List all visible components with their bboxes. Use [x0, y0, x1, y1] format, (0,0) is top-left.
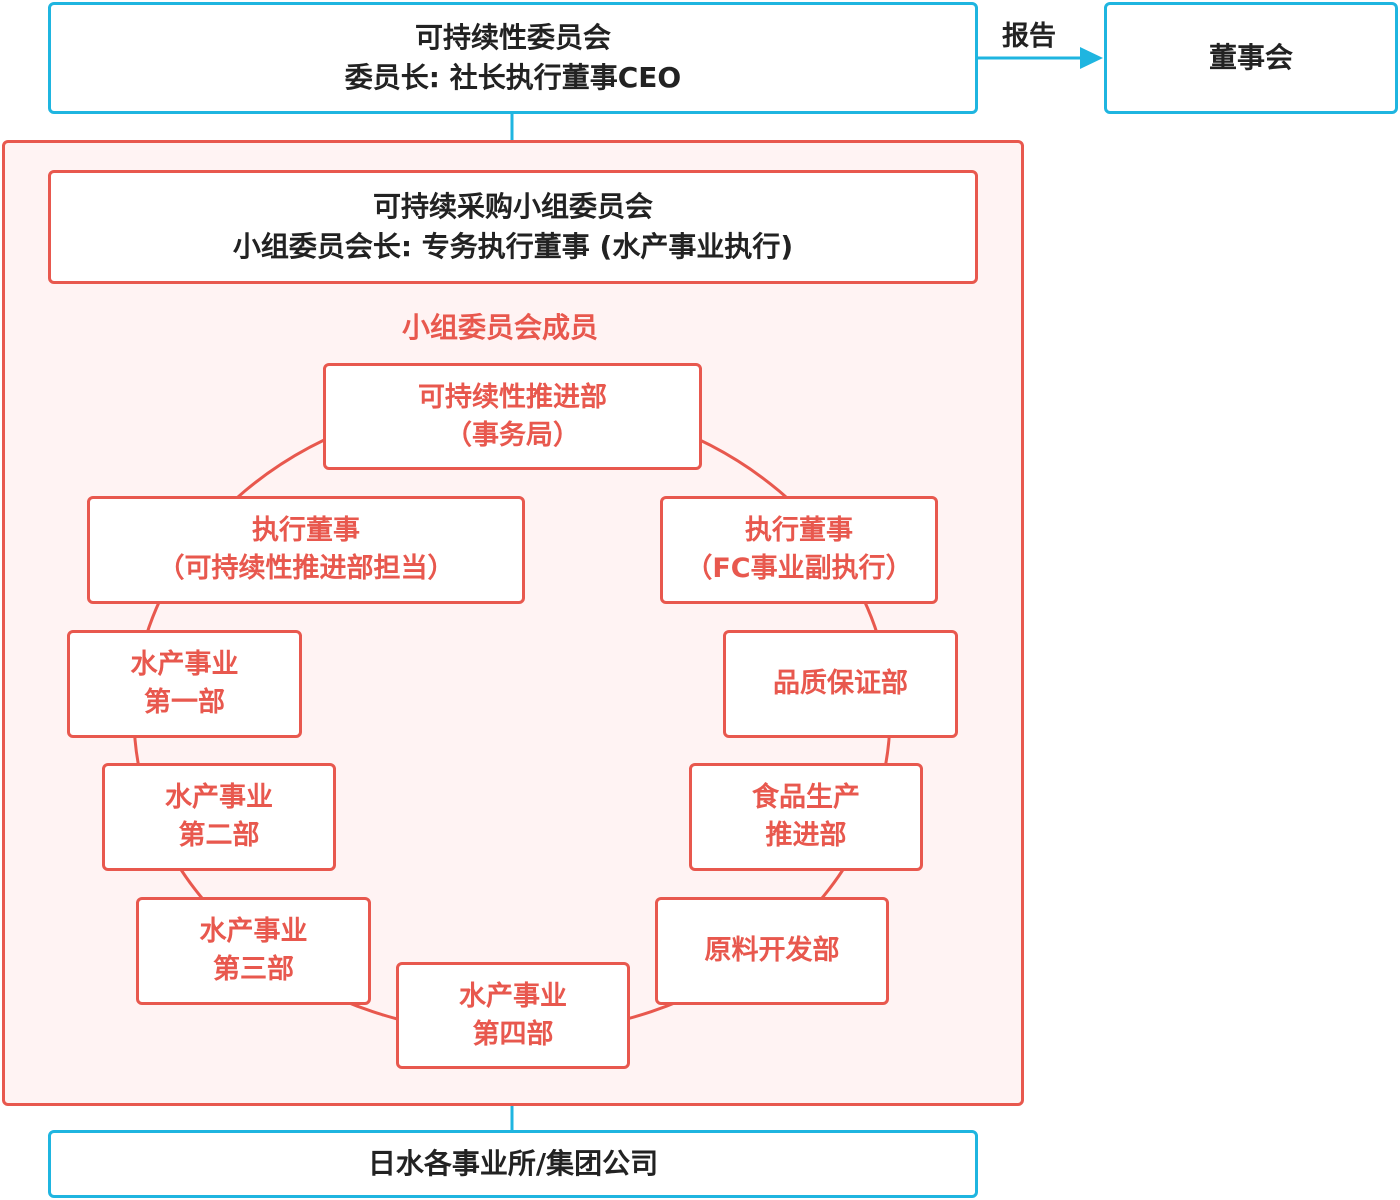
member-executive-director-sustainability: 执行董事 （可持续性推进部担当）: [87, 496, 525, 604]
member-fisheries-dept-3: 水产事业 第三部: [136, 897, 371, 1005]
member-fisheries-dept-1: 水产事业 第一部: [67, 630, 302, 738]
board-label: 董事会: [1208, 41, 1293, 74]
member-food-production: 食品生产 推进部: [689, 763, 923, 871]
member-sustainability-promotion: 可持续性推进部 （事务局）: [323, 363, 702, 470]
members-title: 小组委员会成员: [402, 311, 599, 344]
report-label: 报告: [1002, 21, 1056, 52]
committee-name: 可持续性委员会: [414, 21, 611, 54]
subcommittee-chair: 小组委员会长: 专务执行董事 (水产事业执行): [232, 230, 794, 263]
group-companies-label: 日水各事业所/集团公司: [367, 1147, 659, 1180]
subcommittee-name: 可持续采购小组委员会: [372, 190, 653, 223]
member-fisheries-dept-4: 水产事业 第四部: [396, 962, 630, 1069]
procurement-subcommittee-box: 可持续采购小组委员会 小组委员会长: 专务执行董事 (水产事业执行): [48, 170, 978, 284]
member-executive-director-fc: 执行董事 （FC事业副执行）: [660, 496, 938, 604]
board-of-directors-box: 董事会: [1104, 2, 1398, 114]
report-arrow-head: [1080, 47, 1103, 69]
member-quality-assurance: 品质保证部: [723, 630, 958, 738]
member-fisheries-dept-2: 水产事业 第二部: [102, 763, 336, 871]
group-companies-box: 日水各事业所/集团公司: [48, 1130, 978, 1198]
sustainability-committee-box: 可持续性委员会 委员长: 社长执行董事CEO: [48, 2, 978, 114]
committee-chair: 委员长: 社长执行董事CEO: [344, 61, 682, 94]
member-raw-material-development: 原料开发部: [655, 897, 889, 1005]
